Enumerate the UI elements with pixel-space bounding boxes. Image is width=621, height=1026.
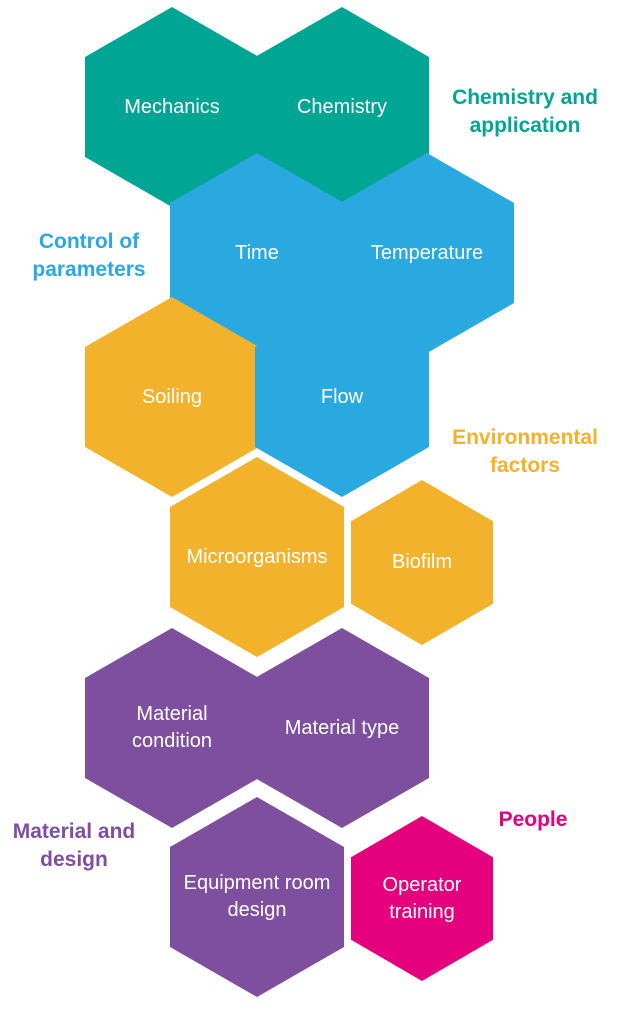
hexagon-biofilm-label: Biofilm bbox=[391, 551, 452, 573]
annotation-control-of-parameters: Control of parameters bbox=[32, 230, 146, 281]
hexagon-flow: Flow bbox=[255, 297, 429, 497]
annotation-people: People bbox=[498, 808, 568, 831]
hexagon-biofilm-fill: Biofilm bbox=[351, 480, 493, 645]
hexagon-operator-training-label: Operator training bbox=[382, 873, 462, 923]
annotation-material-and-design: Material and design bbox=[12, 820, 136, 871]
hexagon-material-type: Material type bbox=[255, 628, 429, 828]
hexagon-operator-training-fill: Operator training bbox=[351, 816, 493, 981]
hexagon-equipment-room-design: Equipment room design bbox=[170, 797, 344, 997]
hexagon-temperature-label: Temperature bbox=[370, 241, 484, 264]
annotation-chemistry-and-application: Chemistry and application bbox=[452, 86, 598, 137]
hexagon-flow-label: Flow bbox=[320, 385, 364, 408]
hexagon-material-condition: Material condition bbox=[85, 628, 259, 828]
hexagon-microorganisms: Microorganisms bbox=[170, 457, 344, 657]
hexagon-equipment-room-design-label: Equipment room design bbox=[183, 872, 331, 921]
hexagon-mechanics-label: Mechanics bbox=[124, 95, 220, 118]
hexagon-chemistry-label: Chemistry bbox=[296, 95, 387, 118]
hexagon-soiling-label: Soiling bbox=[141, 385, 203, 408]
hexagon-biofilm: Biofilm bbox=[346, 475, 498, 650]
annotation-environmental-factors: Environmental factors bbox=[452, 426, 598, 477]
hexagon-time-label: Time bbox=[235, 241, 279, 264]
hexagon-microorganisms-label: Microorganisms bbox=[186, 545, 328, 568]
hexagon-material-condition-label: Material condition bbox=[131, 703, 213, 752]
hexagon-operator-training: Operator training bbox=[346, 811, 498, 986]
hexagon-soiling: Soiling bbox=[85, 297, 259, 497]
hexagon-material-type-label: Material type bbox=[284, 716, 400, 739]
